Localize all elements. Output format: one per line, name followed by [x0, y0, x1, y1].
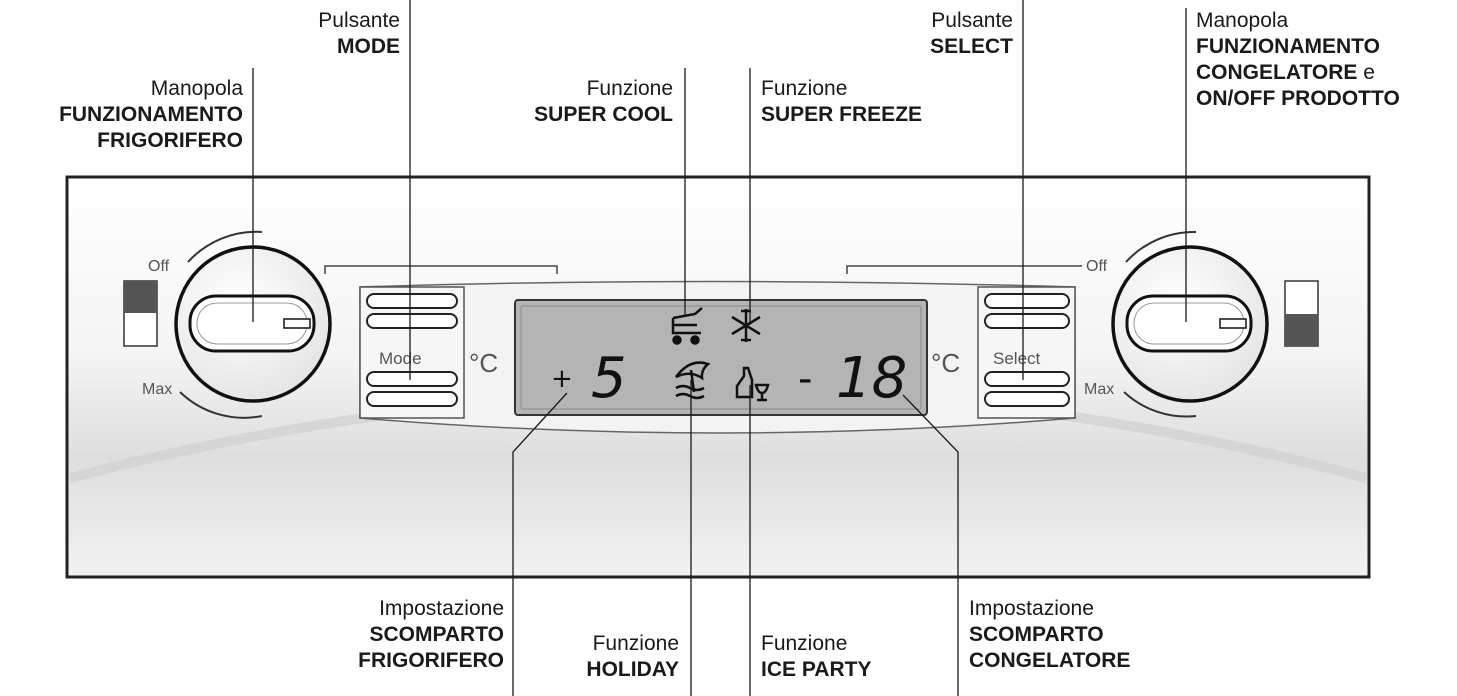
callout-line: MODE	[337, 35, 400, 58]
right-off-label: Off	[1086, 258, 1108, 275]
callout-line: CONGELATORE e	[1196, 60, 1400, 86]
mode-button-callout: Pulsante MODE	[318, 8, 400, 60]
super-freeze-callout: Funzione SUPER FREEZE	[761, 76, 922, 128]
callout-line: Impostazione	[379, 597, 504, 620]
callout-line: CONGELATORE	[969, 649, 1131, 672]
callout-line: FUNZIONAMENTO	[59, 103, 243, 126]
select-button[interactable]	[977, 286, 1076, 419]
callout-line: Pulsante	[931, 9, 1013, 32]
fridge-knob-callout: Manopola FUNZIONAMENTO FRIGORIFERO	[59, 76, 243, 154]
freezer-knob[interactable]	[1111, 245, 1269, 403]
callout-line: Funzione	[592, 632, 679, 655]
callout-line: SCOMPARTO	[369, 623, 504, 646]
freezer-knob-callout: Manopola FUNZIONAMENTO CONGELATORE e ON/…	[1196, 8, 1400, 112]
callout-text: e	[1357, 61, 1375, 84]
mode-button[interactable]	[359, 286, 465, 419]
right-bracket	[846, 265, 1082, 274]
lcd-display	[514, 299, 928, 416]
callout-line: ICE PARTY	[761, 658, 872, 681]
left-max-arc	[179, 391, 263, 419]
unit-left: °C	[469, 348, 498, 378]
callout-line: Manopola	[150, 77, 243, 100]
fridge-knob[interactable]	[174, 245, 332, 403]
callout-line: Manopola	[1196, 9, 1289, 32]
left-off-label: Off	[148, 258, 170, 275]
right-max-label: Max	[1084, 381, 1114, 398]
callout-line: SCOMPARTO	[969, 623, 1104, 646]
super-cool-callout: Funzione SUPER COOL	[534, 76, 673, 128]
leader-lines	[252, 0, 1187, 696]
bottle-glass-icon	[735, 366, 770, 402]
select-button-callout: Pulsante SELECT	[930, 8, 1013, 60]
holiday-callout: Funzione HOLIDAY	[586, 631, 679, 683]
snowflake-icon	[731, 309, 761, 342]
select-button-label: Select	[993, 349, 1041, 368]
callout-line: ON/OFF PRODOTTO	[1196, 87, 1400, 110]
callout-line: SELECT	[930, 35, 1013, 58]
callout-line: FRIGORIFERO	[358, 649, 504, 672]
callout-line: Funzione	[761, 77, 848, 100]
callout-line: FRIGORIFERO	[97, 129, 243, 152]
leader-freezer-setting	[902, 394, 959, 696]
freezer-setting-callout: Impostazione SCOMPARTO CONGELATORE	[969, 596, 1130, 674]
right-max-arc	[1123, 391, 1197, 418]
callout-text: CONGELATORE	[1196, 61, 1358, 84]
freezer-value: 18	[836, 346, 907, 411]
callout-line: Impostazione	[969, 597, 1094, 620]
fridge-value: 5	[591, 346, 627, 411]
ice-party-callout: Funzione ICE PARTY	[761, 631, 871, 683]
mode-button-label: Mode	[379, 349, 422, 368]
unit-right: °C	[931, 348, 960, 378]
cart-icon	[671, 307, 703, 345]
fridge-setting-callout: Impostazione SCOMPARTO FRIGORIFERO	[358, 596, 504, 674]
callout-line: HOLIDAY	[586, 658, 679, 681]
callout-line: SUPER FREEZE	[761, 103, 923, 126]
left-bracket	[324, 265, 558, 274]
callout-line: FUNZIONAMENTO	[1196, 35, 1380, 58]
freezer-sign: -	[798, 356, 812, 402]
callout-line: Funzione	[761, 632, 848, 655]
callout-line: SUPER COOL	[534, 103, 673, 126]
leader-fridge-setting	[512, 392, 568, 696]
fridge-sign: +	[551, 364, 573, 394]
callout-line: Funzione	[586, 77, 673, 100]
callout-line: Pulsante	[318, 9, 400, 32]
left-indicator	[123, 280, 158, 347]
left-max-label: Max	[142, 381, 172, 398]
right-indicator	[1284, 280, 1319, 347]
beach-umbrella-icon	[674, 361, 711, 400]
right-off-arc	[1125, 230, 1197, 263]
